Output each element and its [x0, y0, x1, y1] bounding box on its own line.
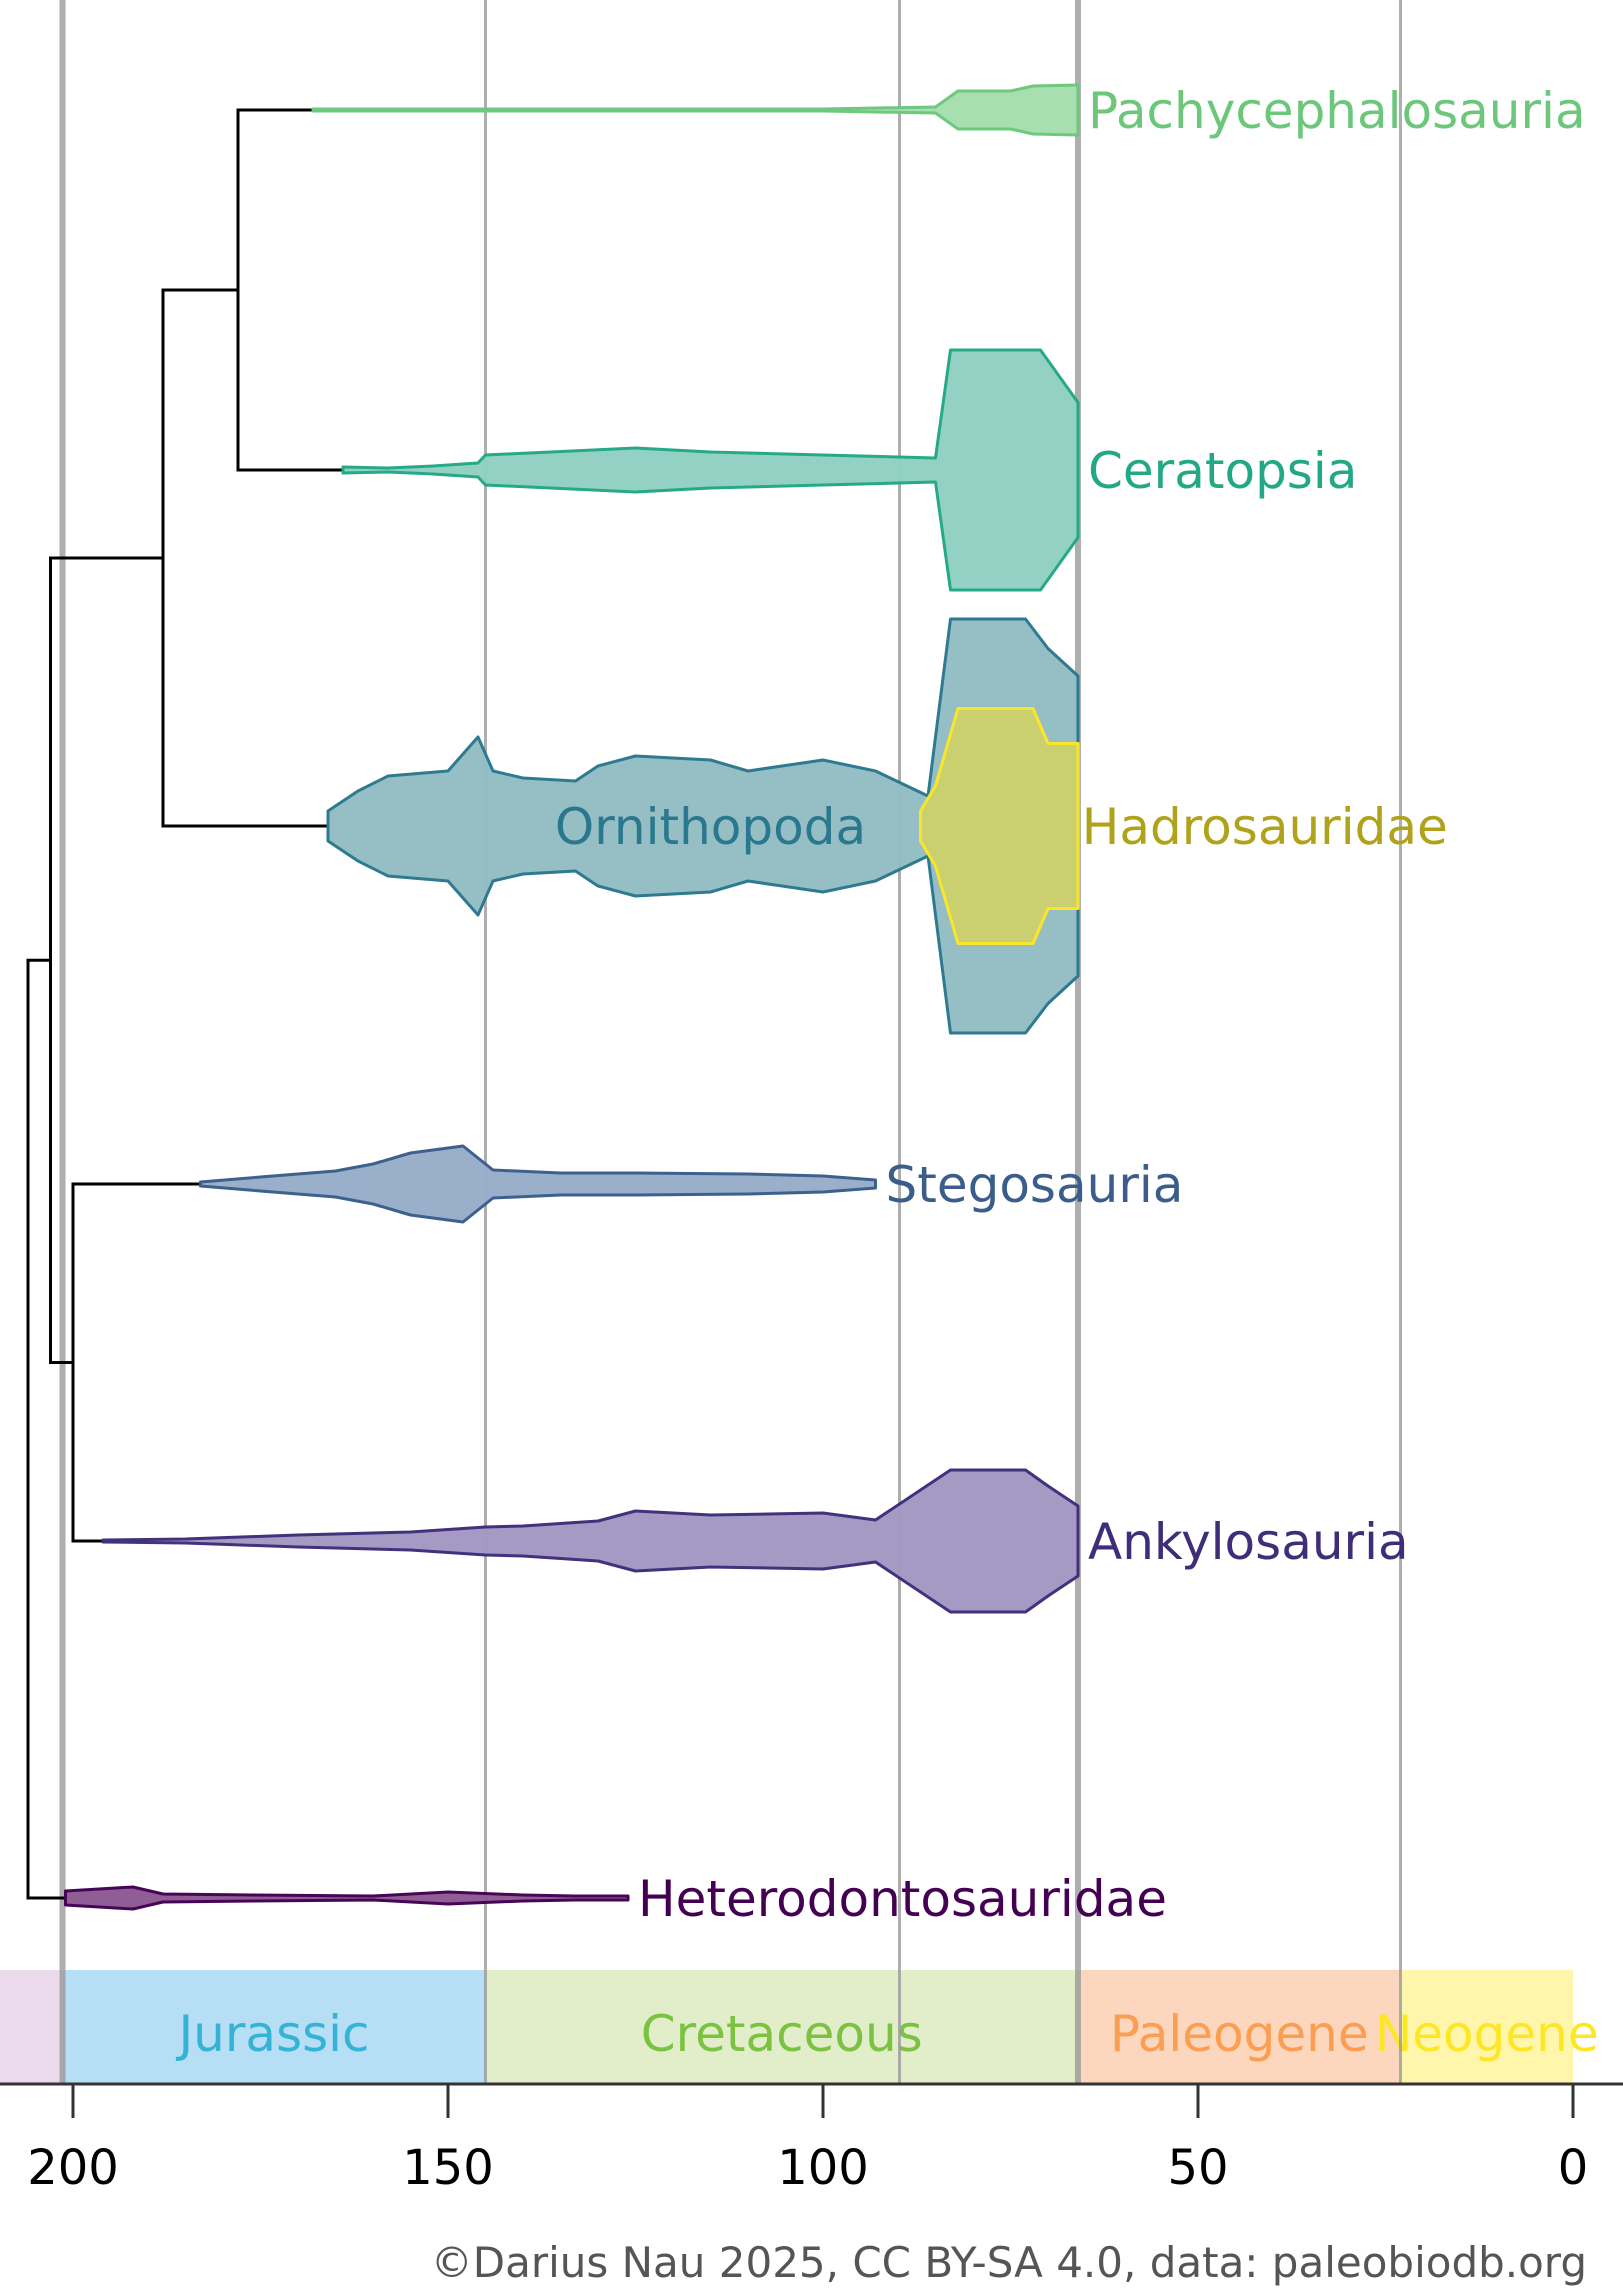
period-label-paleogene: Paleogene [1110, 2005, 1369, 2063]
period-label-neogene: Neogene [1375, 2005, 1599, 2063]
period-label-cretaceous: Cretaceous [641, 2005, 923, 2063]
period-label-jurassic: Jurassic [175, 2005, 369, 2063]
clade-label-hadrosauridae: Hadrosauridae [1082, 798, 1448, 856]
spindle-stegosauria [199, 1144, 877, 1224]
time-axis: 200 150 100 50 0 [0, 2082, 1623, 2196]
clade-label-ornithopoda: Ornithopoda [555, 798, 866, 856]
spindle-heterodontosauridae [64, 1885, 630, 1911]
diversity-spindles [64, 83, 1080, 1911]
x-tick-label-100: 100 [777, 2140, 869, 2196]
x-tick-label-150: 150 [402, 2140, 494, 2196]
period-band-neogene [1400, 1970, 1573, 2084]
credit-text: ©Darius Nau 2025, CC BY-SA 4.0, data: pa… [431, 2238, 1587, 2287]
spindle-ornithopoda [326, 617, 1080, 1035]
x-tick-label-200: 200 [27, 2140, 119, 2196]
clade-label-heterodontosauridae: Heterodontosauridae [638, 1870, 1167, 1928]
spindle-pachycephalosauria [311, 83, 1080, 137]
spindle-ceratopsia [341, 348, 1080, 592]
phylogenetic-tree [26, 108, 343, 1900]
clade-label-ceratopsia: Ceratopsia [1088, 442, 1357, 500]
x-tick-label-50: 50 [1167, 2140, 1228, 2196]
spindle-ankylosauria [101, 1468, 1080, 1614]
period-boundary-gridlines [59, 0, 1402, 2084]
period-band-paleogene [1078, 1970, 1401, 2084]
clade-label-ankylosauria: Ankylosauria [1088, 1513, 1409, 1571]
period-band-jurassic [62, 1970, 486, 2084]
x-tick-label-0: 0 [1558, 2140, 1589, 2196]
spindle-hadrosauridae [919, 707, 1080, 945]
clade-label-stegosauria: Stegosauria [886, 1156, 1184, 1214]
period-band-triassic [0, 1970, 63, 2084]
clade-label-pachycephalosauria: Pachycephalosauria [1088, 82, 1586, 140]
period-band-cretaceous [485, 1970, 1078, 2084]
